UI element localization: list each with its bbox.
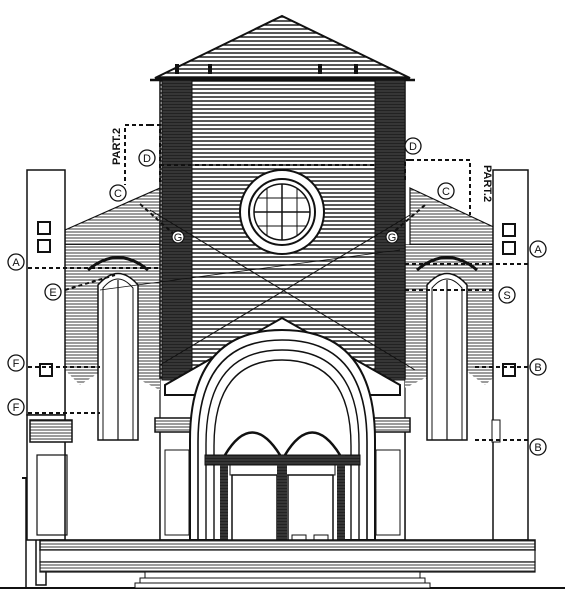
marker-A-left: A	[7, 253, 25, 271]
right-aisle-window	[416, 256, 478, 441]
svg-text:G: G	[174, 232, 183, 244]
marker-G-left: G	[171, 230, 185, 244]
marker-F-left-upper: F	[7, 354, 25, 372]
part-2-label-left: PART.2	[111, 128, 123, 165]
svg-text:B: B	[534, 362, 541, 374]
marker-A-right: A	[529, 240, 547, 258]
marker-G-right: G	[385, 230, 399, 244]
marker-C-left: C	[109, 184, 127, 202]
main-gable	[154, 14, 411, 79]
svg-text:D: D	[143, 153, 151, 165]
marker-B-right-lower: B	[529, 438, 547, 456]
marker-B-right-upper: B	[529, 358, 547, 376]
svg-text:C: C	[442, 186, 450, 198]
marker-D-right: D	[404, 137, 422, 155]
svg-text:A: A	[12, 257, 20, 269]
marker-D-left: D	[138, 149, 156, 167]
svg-text:C: C	[114, 188, 122, 200]
marker-F-left-lower: F	[7, 398, 25, 416]
marker-S-right: S	[498, 286, 516, 304]
plinth	[39, 539, 536, 551]
svg-text:F: F	[13, 402, 20, 414]
right-pilaster-dark	[374, 79, 406, 381]
portal-right-pier	[370, 429, 406, 541]
marker-E-left: E	[44, 283, 62, 301]
left-pilaster-dark	[161, 79, 193, 381]
svg-text:B: B	[534, 442, 541, 454]
svg-text:D: D	[409, 141, 417, 153]
portal-left-pier	[159, 429, 195, 541]
entrance-steps	[144, 571, 421, 579]
svg-text:G: G	[388, 232, 397, 244]
svg-text:S: S	[503, 290, 510, 302]
svg-text:A: A	[534, 244, 542, 256]
svg-text:F: F	[13, 358, 20, 370]
part-2-label-right: PART.2	[481, 165, 493, 202]
svg-text:E: E	[49, 287, 56, 299]
marker-C-right: C	[437, 182, 455, 200]
